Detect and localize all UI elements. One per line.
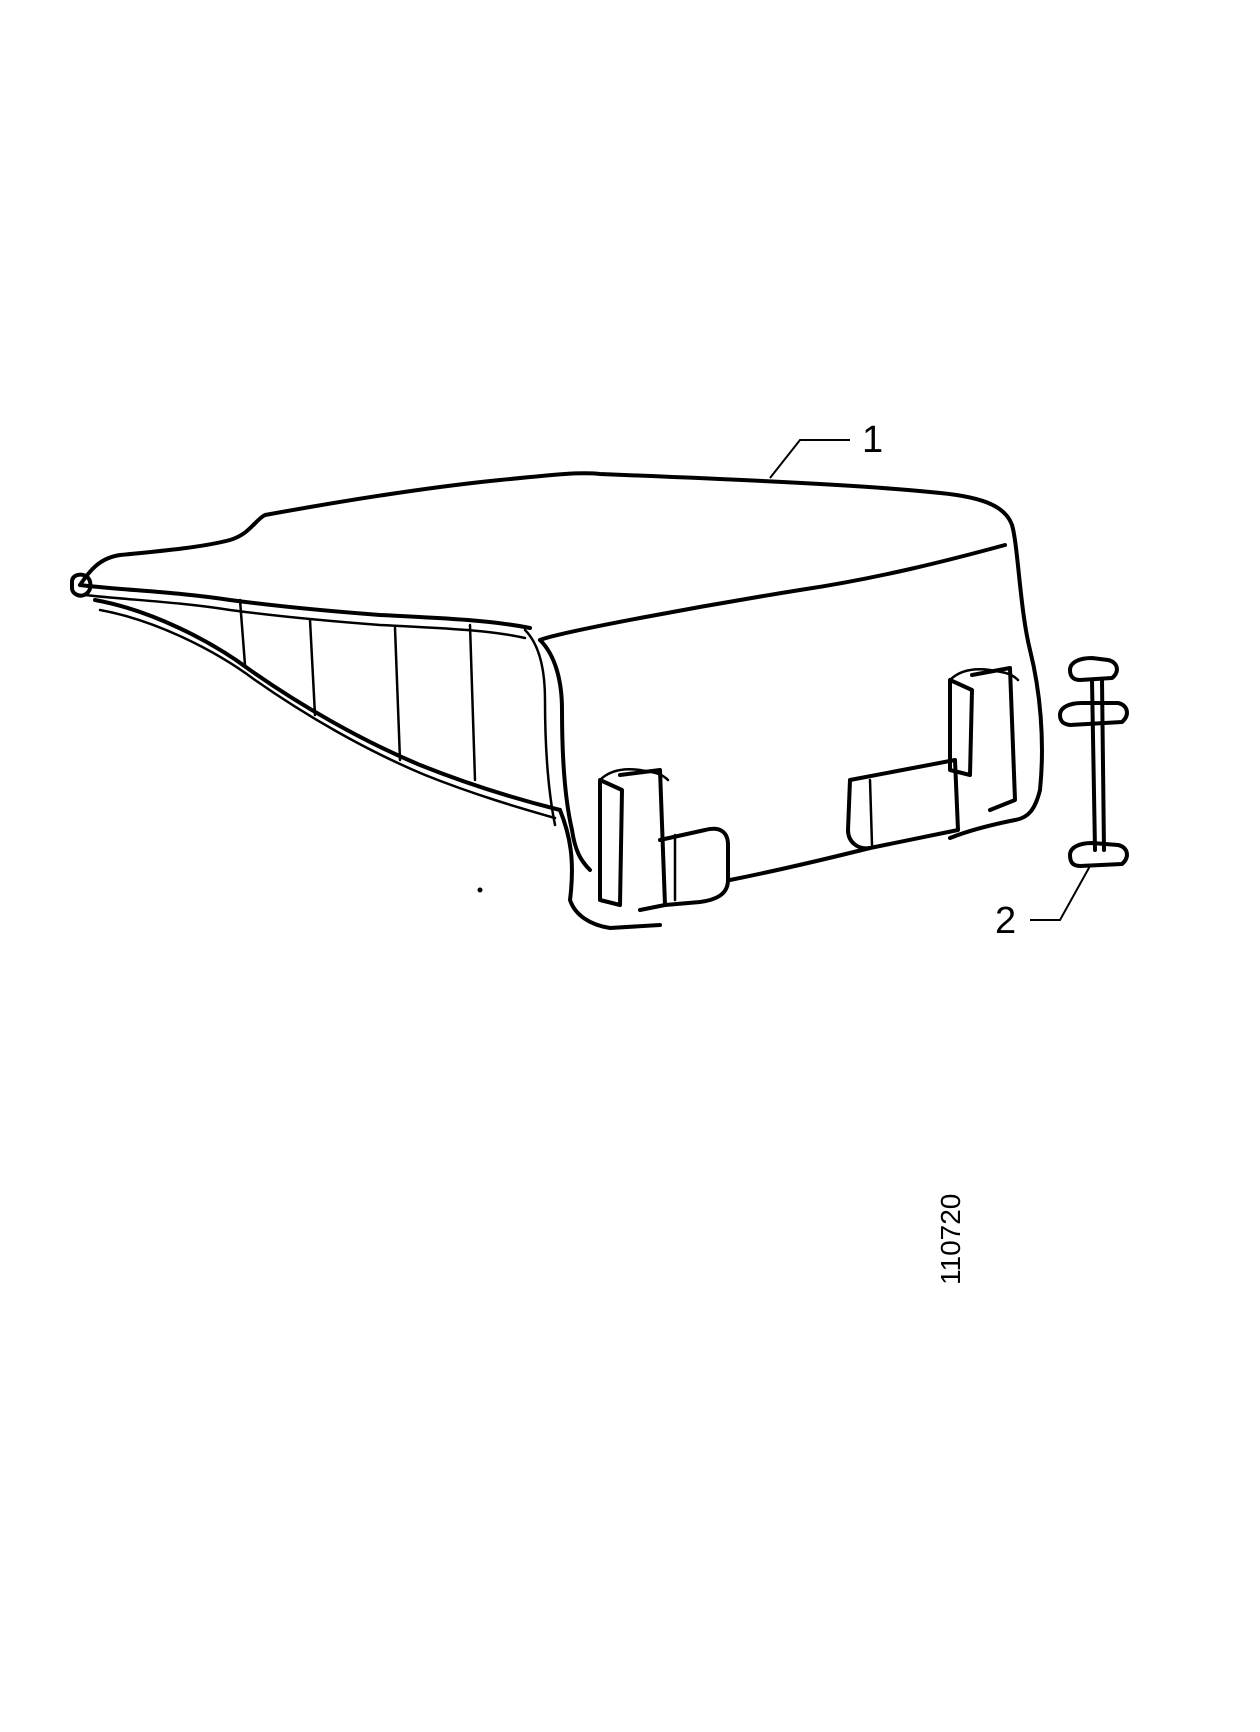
diagram-reference-number: 110720 — [935, 1194, 966, 1285]
pin-part — [1058, 656, 1129, 868]
callout-1-number: 1 — [862, 419, 883, 461]
callout-1-leader — [769, 439, 850, 479]
cover-part — [70, 471, 1044, 930]
callout-2-number: 2 — [995, 900, 1016, 942]
callout-2: 2 — [995, 865, 1091, 942]
callout-1: 1 — [769, 419, 883, 479]
callout-2-leader — [1030, 865, 1091, 921]
